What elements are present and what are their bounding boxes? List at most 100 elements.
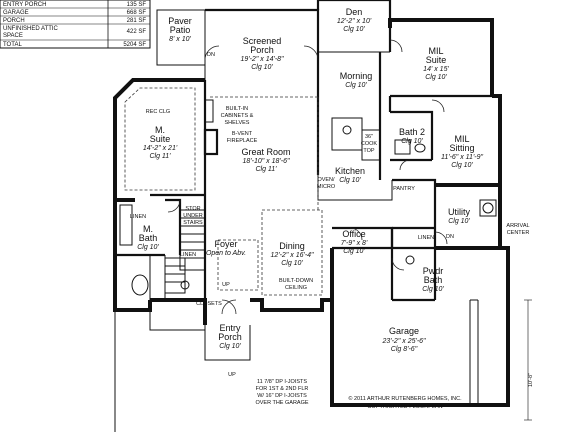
room-name: Suite xyxy=(150,134,171,144)
note-linen: LINEN xyxy=(418,235,434,241)
note-cooktop: 36" xyxy=(365,134,373,140)
room-dimension: 11'-6" x 11'-9" xyxy=(441,154,484,161)
room-ceiling: Clg 10' xyxy=(451,162,473,169)
room-dimension: 7'-9" x 8' xyxy=(341,240,368,247)
area-row-label: TOTAL xyxy=(3,42,22,48)
area-row-label: SPACE xyxy=(3,33,23,39)
room-ceiling: Clg 11' xyxy=(255,166,277,173)
note-copyright: COPYRIGHTED FLOORPLAN xyxy=(367,404,442,410)
area-table: ENTRY PORCH 135 SF GARAGE 668 SF PORCH 2… xyxy=(0,0,151,49)
note-built-in: BUILT-IN xyxy=(226,106,248,112)
ceiling-outlines xyxy=(124,87,323,296)
room-name: Suite xyxy=(426,55,447,65)
room-dimension: 23'-2" x 25'-6" xyxy=(381,338,426,345)
note-built-in: CABINETS & xyxy=(221,113,254,119)
room-name: Great Room xyxy=(241,147,290,157)
room-ceiling: Clg 10' xyxy=(281,260,303,267)
room-dimension: 12'-2" x 16'-4" xyxy=(270,252,314,259)
room-name: Pwdr xyxy=(423,266,444,276)
room-name: M. xyxy=(143,224,153,234)
exterior-walls xyxy=(113,0,510,432)
note-stor: UNDER xyxy=(183,213,203,219)
room-name: Sitting xyxy=(449,143,474,153)
room-dimension: 8' x 10' xyxy=(169,36,191,43)
area-row-value: 135 SF xyxy=(127,2,147,8)
room-name: MIL xyxy=(454,134,469,144)
room-ceiling: Clg 10' xyxy=(343,248,365,255)
note-joists: OVER THE GARAGE xyxy=(255,400,308,406)
room-name: Patio xyxy=(170,25,191,35)
area-row-value: 281 SF xyxy=(127,18,147,24)
cooktop xyxy=(361,129,381,161)
note-stor: STOR xyxy=(185,206,200,212)
note-up: UP xyxy=(222,282,230,288)
room-name: Utility xyxy=(448,207,470,217)
area-row-value: 5204 SF xyxy=(123,42,146,48)
room-name: Foyer xyxy=(214,239,237,249)
room-ceiling: Clg 10' xyxy=(219,343,241,350)
room-ceiling: Clg 10' xyxy=(345,82,367,89)
room-ceiling: Clg 10' xyxy=(422,286,444,293)
note-cooktop: COOK xyxy=(361,141,378,147)
room-ceiling: Clg 10' xyxy=(448,218,470,225)
note-built-down: CEILING xyxy=(285,285,307,291)
room-dimension: 12'-2" x 10' xyxy=(337,18,372,25)
note-rec-clg: REC CLG xyxy=(146,109,170,115)
note-dn: DN xyxy=(446,234,454,240)
area-row-value: 422 SF xyxy=(127,29,147,35)
note-linen: LINEN xyxy=(180,252,196,258)
room-name: Entry xyxy=(219,323,241,333)
room-name: Screened xyxy=(243,36,282,46)
note-bvent: B-VENT xyxy=(232,131,253,137)
room-name: M. xyxy=(155,125,165,135)
room-name: Bath xyxy=(139,233,158,243)
room-ceiling: Clg 10' xyxy=(401,138,423,145)
room-name: Bath 2 xyxy=(399,127,425,137)
room-ceiling: Clg 11' xyxy=(149,153,171,160)
note-oven: OVEN/ xyxy=(317,177,335,183)
room-dimension: 18'-10" x 18'-6" xyxy=(243,158,290,165)
room-ceiling: Clg 10' xyxy=(251,64,273,71)
room-ceiling: Clg 8'-6" xyxy=(391,346,418,353)
note-joists: W/ 16" DP I-JOISTS xyxy=(257,393,307,399)
built-in-shelves xyxy=(204,99,214,123)
note-arrival: ARRIVAL xyxy=(506,223,529,229)
room-ceiling: Clg 10' xyxy=(425,74,447,81)
area-row-value: 668 SF xyxy=(127,10,147,16)
room-ceiling: Clg 10' xyxy=(339,177,361,184)
interior-walls xyxy=(119,52,497,302)
note-copyright: © 2011 ARTHUR RUTENBERG HOMES, INC. xyxy=(348,395,462,402)
note-up: UP xyxy=(228,372,236,378)
area-row-label: PORCH xyxy=(3,18,25,24)
note-built-down: BUILT-DOWN xyxy=(279,278,313,284)
area-row-label: GARAGE xyxy=(3,10,29,16)
room-ceiling: Clg 10' xyxy=(343,26,365,33)
room-name: Morning xyxy=(340,71,373,81)
note-closets: CLOSETS xyxy=(196,301,222,307)
room-name: Kitchen xyxy=(335,166,365,176)
room-name: Porch xyxy=(250,45,274,55)
room-name: Bath xyxy=(424,275,443,285)
room-name: MIL xyxy=(428,46,443,56)
room-name: Office xyxy=(342,229,365,239)
room-dimension: 14' x 15' xyxy=(423,66,449,73)
room-ceiling: Clg 10' xyxy=(137,244,159,251)
room-dimension: Open to Abv. xyxy=(206,250,246,257)
door-swings xyxy=(167,39,448,315)
room-name: Den xyxy=(346,7,363,17)
note-linen: LINEN xyxy=(130,214,146,220)
note-stor: STAIRS xyxy=(183,220,203,226)
room-dimension: 14'-2" x 21' xyxy=(143,145,178,152)
note-built-in: SHELVES xyxy=(225,120,250,126)
area-row-label: UNFINISHED ATTIC xyxy=(3,26,59,32)
note-cooktop: TOP xyxy=(363,148,375,154)
room-name: Dining xyxy=(279,241,305,251)
area-row-label: ENTRY PORCH xyxy=(3,2,46,8)
fireplace xyxy=(203,128,219,156)
room-name: Paver xyxy=(168,16,192,26)
room-name: Porch xyxy=(218,332,242,342)
plan-notes: DN REC CLG BUILT-IN CABINETS & SHELVES B… xyxy=(130,52,534,410)
note-arrival: CENTER xyxy=(507,230,530,236)
